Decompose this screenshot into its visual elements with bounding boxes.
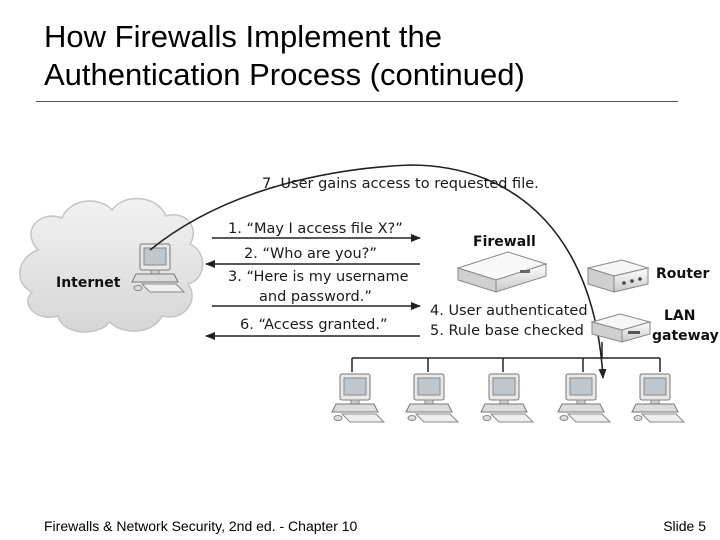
step1-label: 1. “May I access file X?” — [228, 221, 403, 237]
firewall-label: Firewall — [473, 234, 536, 250]
step5-label: 5. Rule base checked — [430, 323, 584, 339]
lan-network-lines — [351, 342, 661, 372]
workstation-5-icon — [631, 373, 685, 423]
step2-label: 2. “Who are you?” — [244, 246, 377, 262]
slide-title: How Firewalls Implement the Authenticati… — [44, 18, 525, 94]
title-line-2: Authentication Process (continued) — [44, 57, 525, 92]
step4-label: 4. User authenticated — [430, 303, 588, 319]
title-divider — [36, 101, 678, 102]
step6-label: 6. “Access granted.” — [240, 317, 388, 333]
title-line-1: How Firewalls Implement the — [44, 19, 442, 54]
router-label: Router — [656, 266, 710, 282]
footer-slide-number: Slide 5 — [663, 518, 706, 534]
lan-gateway-label-line1: LAN — [664, 308, 695, 324]
firewall-device-icon — [456, 251, 548, 293]
workstation-1-icon — [331, 373, 385, 423]
step7-label: 7. User gains access to requested file. — [262, 176, 539, 192]
workstation-2-icon — [405, 373, 459, 423]
workstation-3-icon — [480, 373, 534, 423]
lan-gateway-device-icon — [590, 313, 652, 343]
workstation-4-icon — [557, 373, 611, 423]
step7-arc-arrow — [149, 164, 607, 379]
router-device-icon — [586, 259, 650, 293]
step3-label-line1: 3. “Here is my username — [228, 269, 409, 285]
lan-gateway-label-line2: gateway — [652, 328, 719, 344]
internet-label: Internet — [56, 275, 121, 291]
step3-label-line2: and password.” — [259, 289, 372, 305]
internet-cloud — [19, 197, 204, 333]
footer-course: Firewalls & Network Security, 2nd ed. - … — [44, 518, 358, 534]
